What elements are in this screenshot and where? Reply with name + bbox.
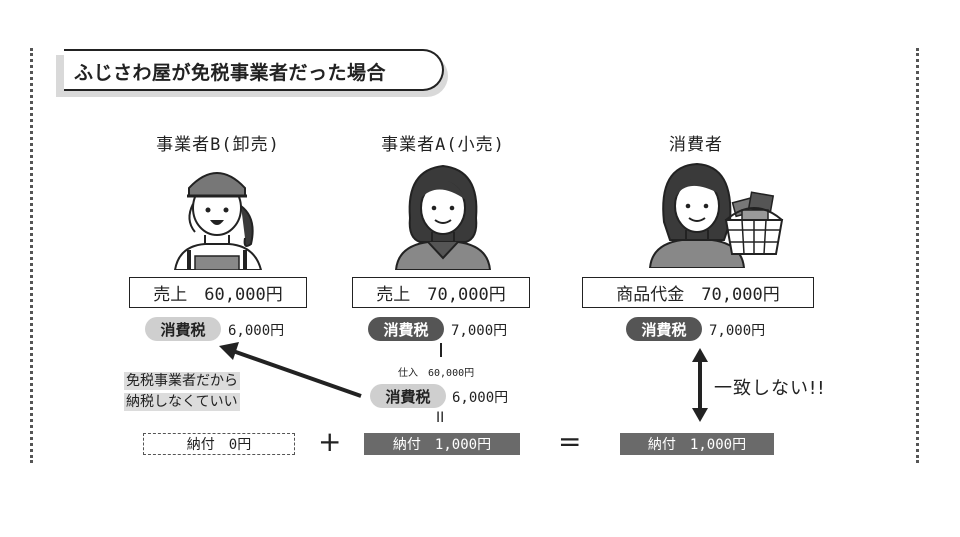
tax-badge-a: 消費税 (368, 317, 444, 341)
arrow-left-icon (219, 342, 362, 398)
right-dotted-border (916, 48, 919, 463)
mismatch-label: 一致しない!! (714, 378, 826, 399)
sales-box-b: 売上 60,000円 (129, 277, 307, 308)
retailer-avatar (394, 164, 492, 270)
left-dotted-border (30, 48, 33, 463)
page-title: ふじさわ屋が免税事業者だった場合 (74, 62, 387, 84)
minus-connector (440, 343, 442, 357)
payment-a: 納付 1,000円 (364, 433, 520, 455)
purchase-label: 仕入 60,000円 (398, 368, 475, 379)
exempt-note-line1: 免税事業者だから (124, 372, 240, 390)
tax-badge-consumer: 消費税 (626, 317, 702, 341)
tax-amount-a: 7,000円 (451, 323, 508, 339)
tax-amount-b: 6,000円 (228, 323, 285, 339)
double-arrow-icon (692, 348, 708, 422)
consumer-shopping-avatar (648, 162, 784, 268)
payment-b: 納付 0円 (143, 433, 295, 455)
tax-badge-b: 消費税 (145, 317, 221, 341)
role-business-a: 事業者A(小売) (381, 135, 505, 155)
equals-sign: = (558, 425, 582, 458)
plus-sign: + (318, 425, 342, 458)
price-box-consumer: 商品代金 70,000円 (582, 277, 814, 308)
role-business-b: 事業者B(卸売) (156, 135, 280, 155)
equals-marker: II (436, 410, 445, 426)
role-consumer: 消費者 (669, 135, 723, 155)
worker-cap-avatar (173, 172, 263, 270)
sales-box-a: 売上 70,000円 (352, 277, 530, 308)
exempt-note-line2: 納税しなくていい (124, 393, 240, 411)
title-frame (64, 49, 444, 91)
purchase-tax-badge-a: 消費税 (370, 384, 446, 408)
purchase-tax-amount-a: 6,000円 (452, 390, 509, 406)
tax-amount-consumer: 7,000円 (709, 323, 766, 339)
payment-total: 納付 1,000円 (620, 433, 774, 455)
